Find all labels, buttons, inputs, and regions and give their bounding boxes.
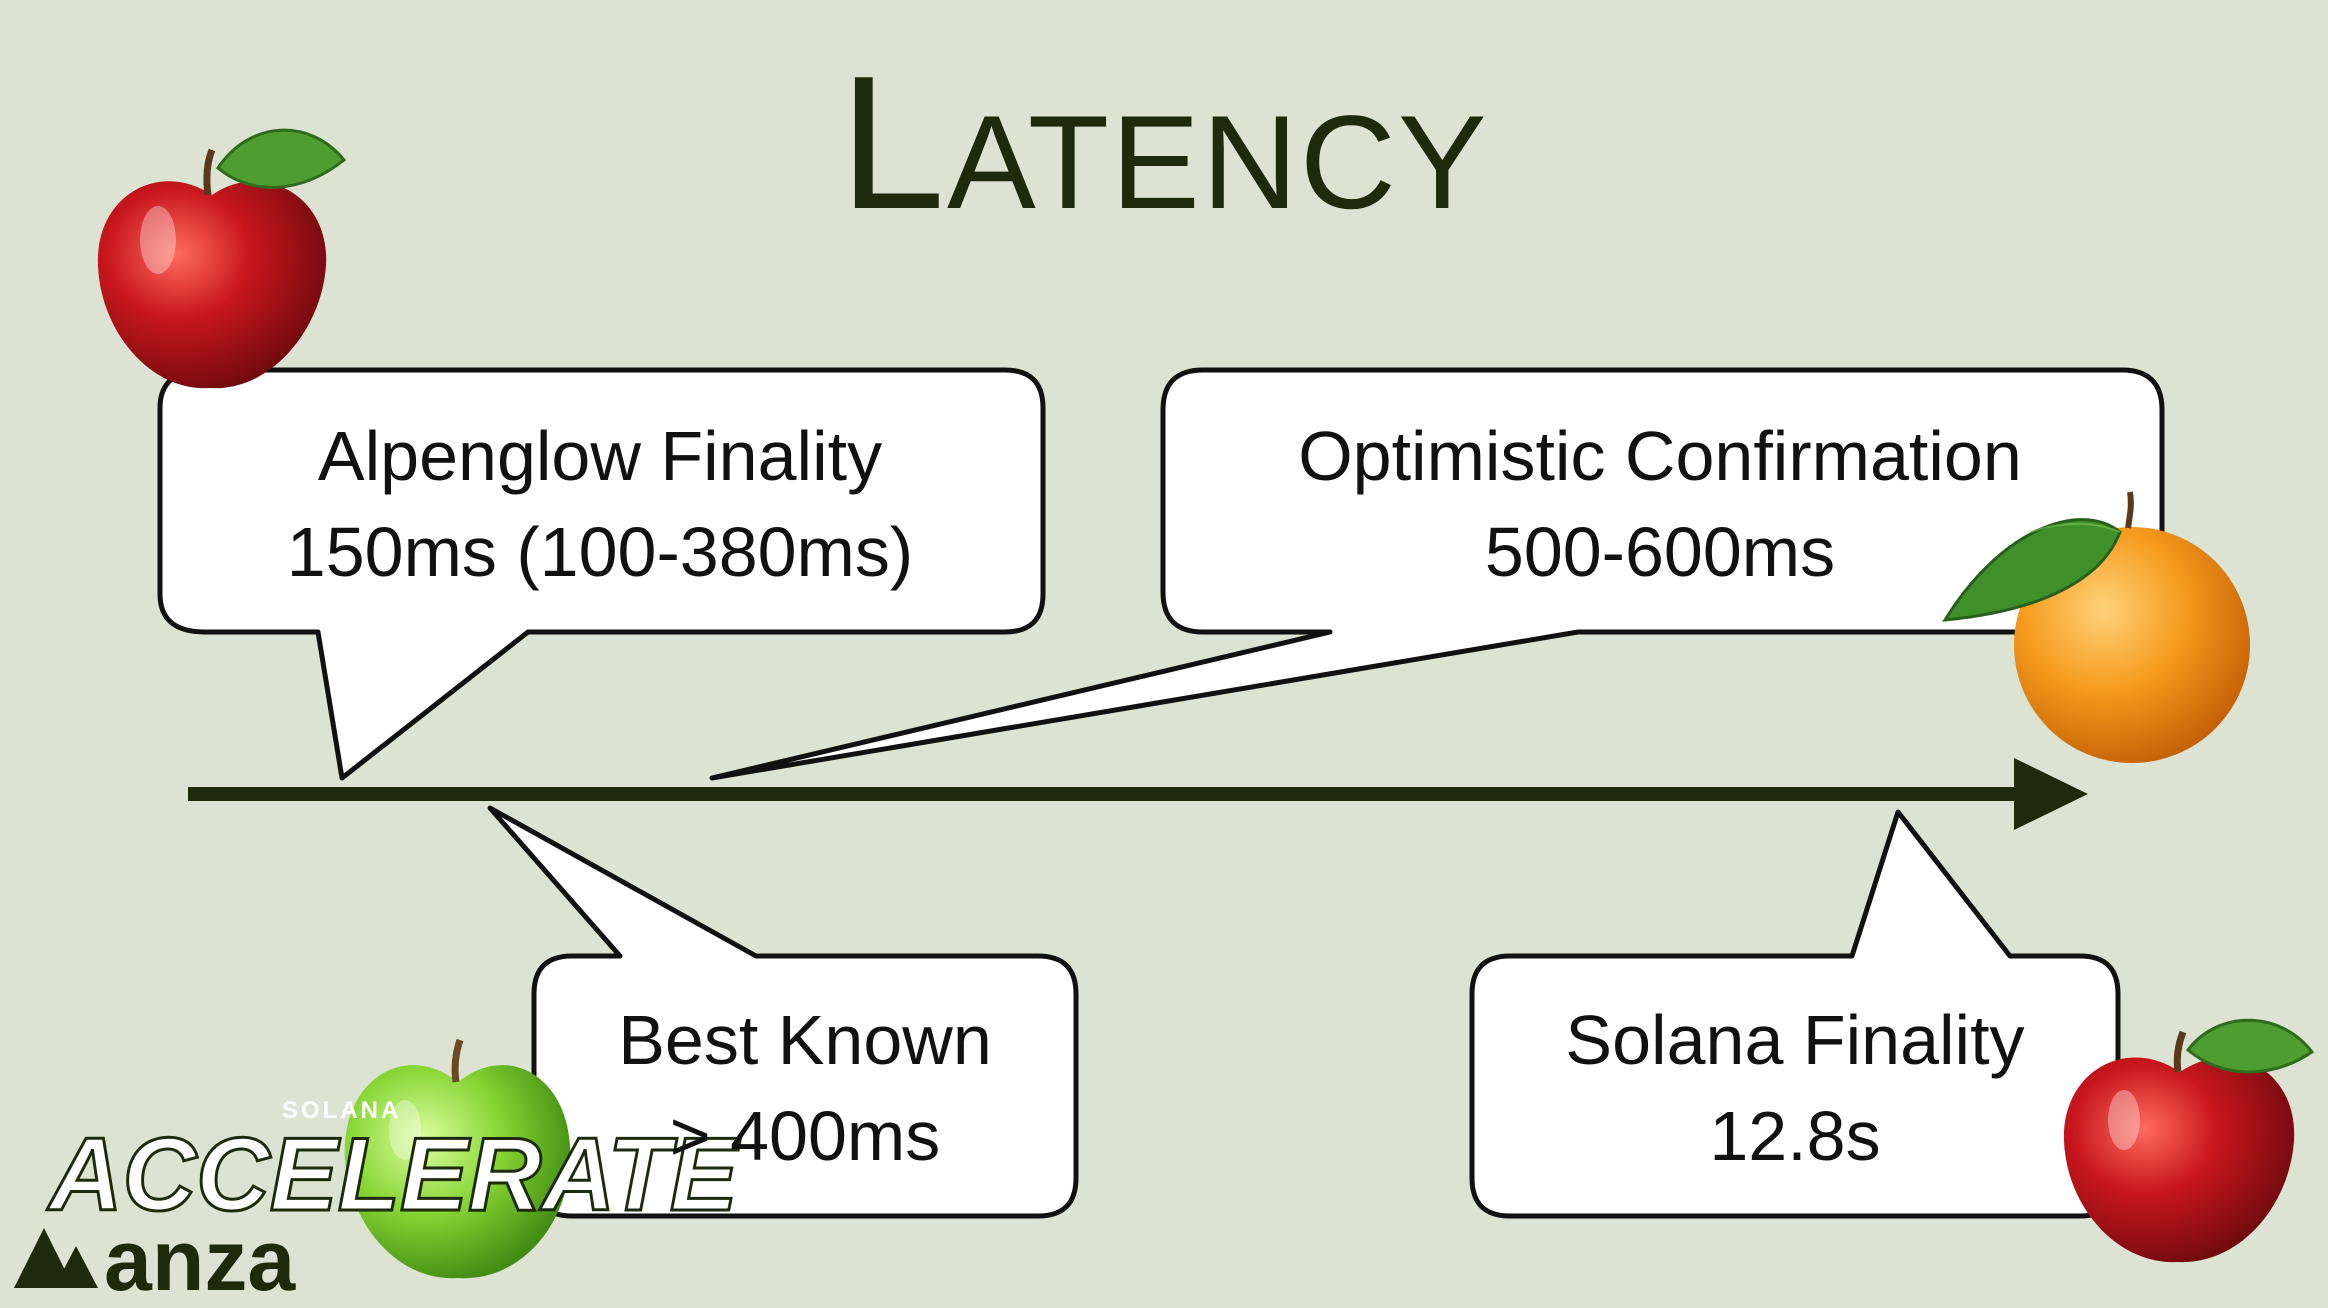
callout-solana-title: Solana Finality	[1565, 1001, 2025, 1079]
callout-optimistic: Optimistic Confirmation 500-600ms	[1180, 408, 2140, 600]
callout-bubble-solana	[1469, 809, 2121, 1219]
callout-alpenglow: Alpenglow Finality 150ms (100-380ms)	[200, 408, 1000, 600]
callout-alpenglow-title: Alpenglow Finality	[317, 417, 883, 495]
orange-icon	[1942, 491, 2250, 763]
timeline-axis	[188, 758, 2088, 830]
anza-logo: anza	[14, 1213, 296, 1308]
anza-mark-icon	[14, 1228, 74, 1288]
callout-solana-value: 12.8s	[1709, 1097, 1881, 1175]
red-apple-icon	[97, 128, 347, 389]
callout-bubble-best-known	[487, 805, 1079, 1219]
red-apple-icon-bottom	[2063, 1018, 2315, 1263]
arrow-right-icon	[2014, 758, 2088, 830]
callout-optimistic-value: 500-600ms	[1484, 513, 1836, 591]
solana-brand-text: SOLANA	[282, 1097, 401, 1124]
callout-best-known: Best Known > 400ms	[534, 992, 1076, 1184]
callout-best-known-value: > 400ms	[669, 1097, 941, 1175]
callout-bubble-optimistic	[709, 367, 2165, 781]
slide-title: Latency	[839, 37, 1489, 249]
green-apple-icon	[344, 1038, 571, 1279]
accelerate-brand-text: ACCELERATE	[46, 1116, 741, 1232]
accelerate-logo: SOLANA ACCELERATE	[45, 1097, 743, 1234]
callout-optimistic-title: Optimistic Confirmation	[1298, 417, 2022, 495]
callout-bubble-alpenglow	[157, 367, 1046, 781]
callout-alpenglow-value: 150ms (100-380ms)	[286, 513, 914, 591]
anza-brand-text: anza	[104, 1213, 296, 1308]
callout-solana: Solana Finality 12.8s	[1472, 992, 2118, 1184]
callout-best-known-title: Best Known	[618, 1001, 992, 1079]
